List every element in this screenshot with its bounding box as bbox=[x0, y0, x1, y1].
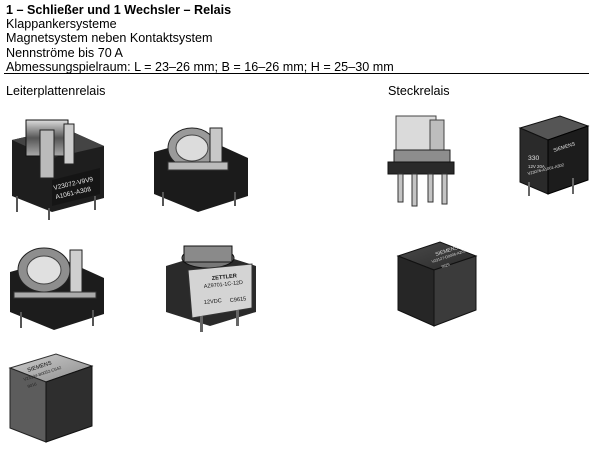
header-line-4: Abmessungspielraum: L = 23–26 mm; B = 16… bbox=[6, 59, 394, 74]
relay-photo-3 bbox=[4, 232, 112, 336]
relay-7-rating: 12V 20A bbox=[528, 164, 545, 169]
relay-4-label-3: 12VDC bbox=[204, 298, 223, 306]
section-label-pcb-relays: Leiterplattenrelais bbox=[6, 84, 106, 98]
header-line-1: Klappankersysteme bbox=[6, 17, 117, 32]
relay-5-code: 9016 bbox=[27, 381, 38, 389]
header-divider bbox=[4, 73, 589, 74]
header-block: 1 – Schließer und 1 Wechsler – Relais Kl… bbox=[6, 3, 394, 74]
relay-8-code: 9625 bbox=[441, 263, 450, 269]
section-label-plug-relays: Steckrelais bbox=[388, 84, 450, 98]
relay-4-label-2: AZ9701-1C-12D bbox=[204, 280, 244, 290]
relay-4-label-4: C9615 bbox=[230, 296, 247, 304]
relay-photo-6-open bbox=[380, 108, 470, 212]
page-title: 1 – Schließer und 1 Wechsler – Relais bbox=[6, 3, 232, 17]
header-line-3: Nennströme bis 70 A bbox=[6, 45, 123, 60]
relay-photo-4: ZETTLER AZ9701-1C-12D 12VDC C9615 bbox=[158, 236, 264, 336]
relay-photo-7: SIEMENS 330 12V 20A V23076-A1001-A302 bbox=[516, 108, 592, 204]
header-line-2: Magnetsystem neben Kontaktsystem bbox=[6, 31, 213, 46]
relay-7-number: 330 bbox=[528, 155, 540, 162]
relay-photo-1: V23072-V9V9 A1061-A308 bbox=[4, 110, 114, 222]
relay-photo-8: SIEMENS V23127-D0006-A201 9625 bbox=[392, 234, 480, 330]
relay-photo-2 bbox=[148, 112, 252, 214]
relay-photo-5: SIEMENS V23134-B0052-C642 9016 bbox=[6, 346, 96, 448]
relay-4-label-1: ZETTLER bbox=[212, 273, 238, 282]
